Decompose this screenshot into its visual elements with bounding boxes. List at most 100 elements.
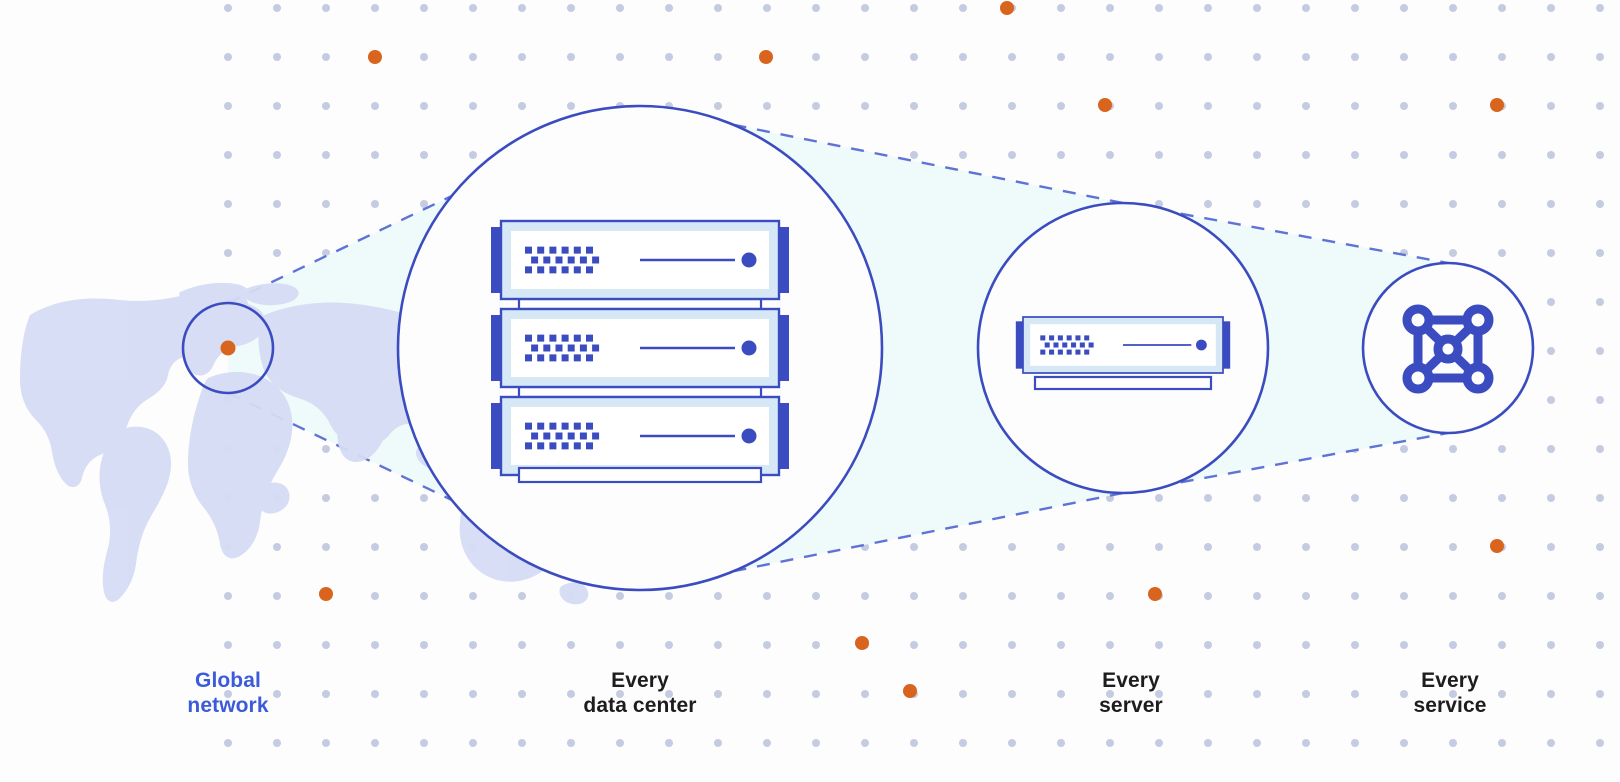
grid-dot [322,543,330,551]
grid-dot [420,151,428,159]
grid-dot [1351,641,1359,649]
grid-dot [763,739,771,747]
grid-dot [518,53,526,61]
grid-dot [1400,494,1408,502]
grid-dot [1498,494,1506,502]
server-unit [491,395,789,477]
grid-dot [1253,641,1261,649]
server-led [561,266,569,274]
grid-dot [861,690,869,698]
server-led [531,256,539,264]
grid-dot [1547,200,1555,208]
grid-dot [763,4,771,12]
grid-dot [1302,543,1310,551]
grid-dot [469,739,477,747]
grid-dot [1351,4,1359,12]
server-led [537,334,545,342]
highlight-dot [1098,98,1112,112]
grid-dot [224,53,232,61]
server-led [579,344,587,352]
grid-dot [224,592,232,600]
server-led [567,432,575,440]
status-led [741,428,757,444]
grid-dot [1400,445,1408,453]
grid-dot [420,543,428,551]
grid-dot [665,53,673,61]
grid-dot [1449,200,1457,208]
label-line-1: Every [611,669,669,692]
grid-dot [1449,445,1457,453]
server-led [561,354,569,362]
grid-dot [1498,200,1506,208]
server-led [561,334,569,342]
grid-dot [1449,151,1457,159]
grid-dot [959,690,967,698]
grid-dot [1155,690,1163,698]
server-led [1062,342,1068,348]
grid-dot [1008,690,1016,698]
grid-dot [1155,543,1163,551]
server-led [573,246,581,254]
grid-dot [1400,739,1408,747]
server-led [1053,342,1059,348]
grid-dot [1302,690,1310,698]
grid-dot [1400,4,1408,12]
grid-dot [322,494,330,502]
grid-dot [1498,151,1506,159]
status-led [741,252,757,268]
grid-dot [1498,249,1506,257]
grid-dot [1351,494,1359,502]
highlight-dot [903,684,917,698]
grid-dot [371,494,379,502]
grid-dot [322,200,330,208]
grid-dot [1008,151,1016,159]
highlight-dot [1000,1,1014,15]
grid-dot [1596,53,1604,61]
grid-dot [1400,102,1408,110]
grid-dot [1498,53,1506,61]
grid-dot [1596,151,1604,159]
grid-dot [1302,4,1310,12]
server-led [1044,342,1050,348]
grid-dot [1547,347,1555,355]
grid-dot [1449,592,1457,600]
grid-dot [1449,739,1457,747]
grid-dot [959,151,967,159]
grid-dot [1400,543,1408,551]
funnel-guide-top [227,104,1449,305]
grid-dot [1547,53,1555,61]
server-unit [491,307,789,389]
grid-dot [567,690,575,698]
grid-dot [1498,641,1506,649]
grid-dot [1057,739,1065,747]
grid-dot [1253,53,1261,61]
grid-dot [1449,543,1457,551]
grid-dot [1106,739,1114,747]
grid-dot [1596,739,1604,747]
grid-dot [861,4,869,12]
grid-dot [1204,151,1212,159]
grid-dot [1008,53,1016,61]
grid-dot [959,592,967,600]
grid-dot [1596,200,1604,208]
grid-dot [812,4,820,12]
grid-dot [1204,690,1212,698]
grid-dot [1547,543,1555,551]
grid-dot [1547,690,1555,698]
grid-dot [469,151,477,159]
server-led [537,354,545,362]
grid-dot [420,102,428,110]
grid-dot [273,739,281,747]
grid-dot [1547,739,1555,747]
grid-dot [714,592,722,600]
grid-dot [273,102,281,110]
grid-dot [1253,200,1261,208]
grid-dot [1302,200,1310,208]
server-led [537,266,545,274]
grid-dot [861,53,869,61]
grid-dot [1400,53,1408,61]
server-led [586,442,593,450]
highlight-dot [1490,539,1504,553]
grid-dot [224,739,232,747]
